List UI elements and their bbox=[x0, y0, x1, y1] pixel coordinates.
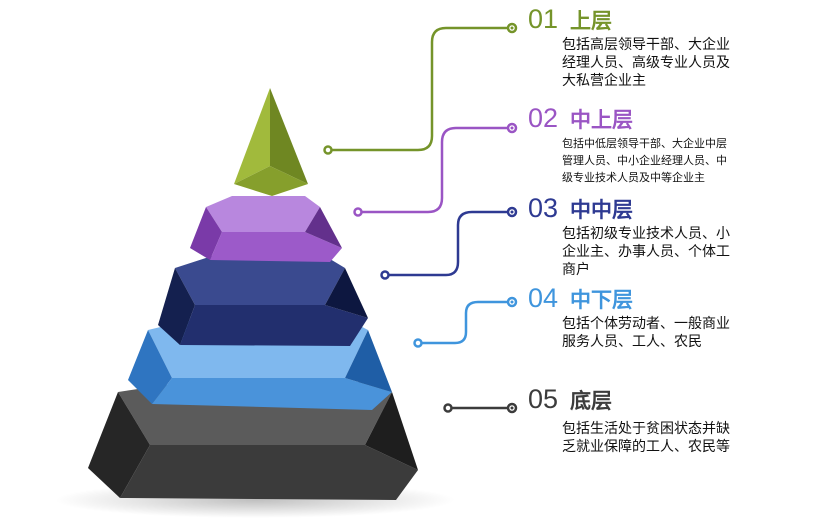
level-02-desc-line: 包括中低层领导干部、大企业中层 bbox=[562, 137, 727, 150]
level-03-number: 03 bbox=[528, 193, 559, 223]
level-04-desc-line: 服务人员、工人、农民 bbox=[562, 334, 702, 350]
level-05-desc-line: 包括生活处于贫困状态并缺 bbox=[562, 421, 730, 437]
connector-04 bbox=[413, 296, 518, 348]
level-02: 02 中上层 包括中低层领导干部、大企业中层 管理人员、中小企业经理人员、中 级… bbox=[528, 103, 727, 186]
level-04-number: 04 bbox=[528, 283, 559, 313]
level-01-desc-line: 经理人员、高级专业人员及 bbox=[562, 55, 730, 71]
level-03-description: 包括初级专业技术人员、小 企业主、办事人员、个体工 商户 bbox=[562, 225, 730, 279]
level-01-name: 上层 bbox=[570, 9, 613, 33]
connector-02 bbox=[353, 122, 518, 217]
connector-05 bbox=[443, 402, 518, 414]
level-02-desc-line: 级专业技术人员及中等企业主 bbox=[562, 171, 705, 184]
level-01-desc-line: 大私营企业主 bbox=[562, 73, 646, 89]
level-02-desc-line: 管理人员、中小企业经理人员、中 bbox=[562, 154, 727, 167]
level-01-number: 01 bbox=[528, 4, 559, 34]
level-03-desc-line: 商户 bbox=[562, 262, 590, 278]
level-04-description: 包括个体劳动者、一般商业 服务人员、工人、农民 bbox=[562, 315, 730, 351]
level-03-desc-line: 包括初级专业技术人员、小 bbox=[562, 226, 730, 242]
level-01-description: 包括高层领导干部、大企业 经理人员、高级专业人员及 大私营企业主 bbox=[562, 36, 730, 90]
level-03: 03 中中层 包括初级专业技术人员、小 企业主、办事人员、个体工 商户 bbox=[528, 193, 730, 279]
level-05-name: 底层 bbox=[570, 389, 613, 413]
pyramid-tier-01 bbox=[234, 88, 308, 196]
connector-03 bbox=[380, 206, 518, 280]
level-04-desc-line: 包括个体劳动者、一般商业 bbox=[562, 316, 730, 332]
level-03-desc-line: 企业主、办事人员、个体工 bbox=[562, 244, 730, 260]
level-01: 01 上层 包括高层领导干部、大企业 经理人员、高级专业人员及 大私营企业主 bbox=[528, 4, 730, 90]
level-05: 05 底层 包括生活处于贫困状态并缺 乏就业保障的工人、农民等 bbox=[528, 384, 730, 456]
level-04-name: 中下层 bbox=[570, 288, 634, 312]
level-03-name: 中中层 bbox=[570, 198, 634, 222]
level-05-number: 05 bbox=[528, 384, 559, 414]
level-02-name: 中上层 bbox=[570, 108, 634, 132]
level-02-description: 包括中低层领导干部、大企业中层 管理人员、中小企业经理人员、中 级专业技术人员及… bbox=[562, 135, 727, 186]
level-05-description: 包括生活处于贫困状态并缺 乏就业保障的工人、农民等 bbox=[562, 420, 730, 456]
level-02-number: 02 bbox=[528, 103, 559, 133]
level-04: 04 中下层 包括个体劳动者、一般商业 服务人员、工人、农民 bbox=[528, 283, 730, 351]
level-01-desc-line: 包括高层领导干部、大企业 bbox=[562, 37, 730, 53]
level-05-desc-line: 乏就业保障的工人、农民等 bbox=[562, 439, 730, 455]
pyramid-tier-02 bbox=[190, 196, 342, 262]
connector-01 bbox=[323, 22, 518, 155]
pyramid-tier-03 bbox=[158, 256, 368, 346]
